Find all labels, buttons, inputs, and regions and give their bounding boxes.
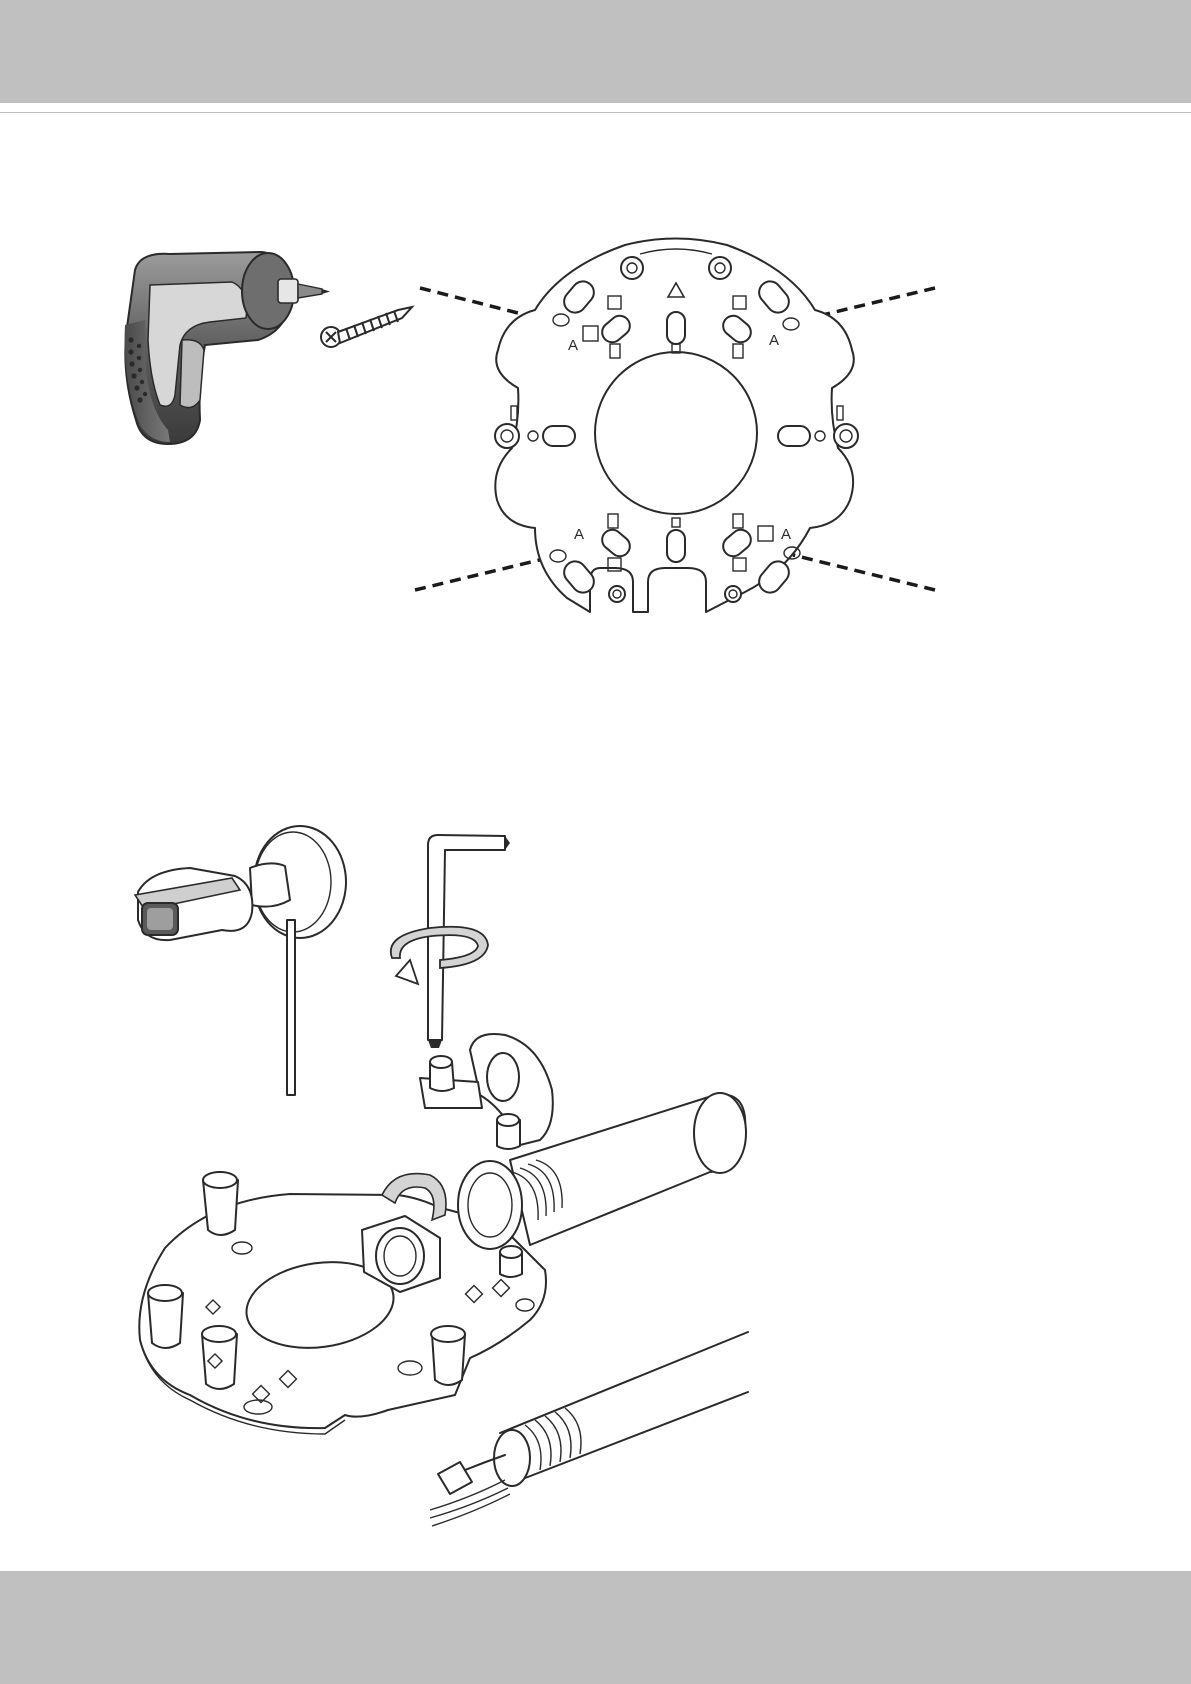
- hole-label-bottom-left: A: [574, 526, 584, 543]
- torx-hex-key-icon: [428, 835, 510, 1048]
- conduit-pipe-icon: [458, 1093, 746, 1249]
- bullet-camera-icon: [135, 826, 346, 1095]
- hole-label-bottom-right: A: [781, 526, 791, 543]
- mounting-base-icon: [139, 1172, 546, 1434]
- ethernet-cable-icon: [430, 1332, 748, 1526]
- hole-label-top-left: A: [568, 337, 578, 354]
- conduit-bracket-icon: [420, 1034, 553, 1149]
- electric-screwdriver-icon: [125, 252, 330, 444]
- rotate-arrow-icon: [391, 927, 488, 984]
- hole-label-top-right: A: [769, 332, 779, 349]
- screw-icon: [321, 307, 412, 347]
- guide-line-bottom-left: [415, 556, 556, 590]
- figure-plate-screw-mounting: A A A A: [0, 0, 1191, 700]
- guide-line-bottom-right: [793, 555, 935, 590]
- footer-band: [0, 1571, 1191, 1684]
